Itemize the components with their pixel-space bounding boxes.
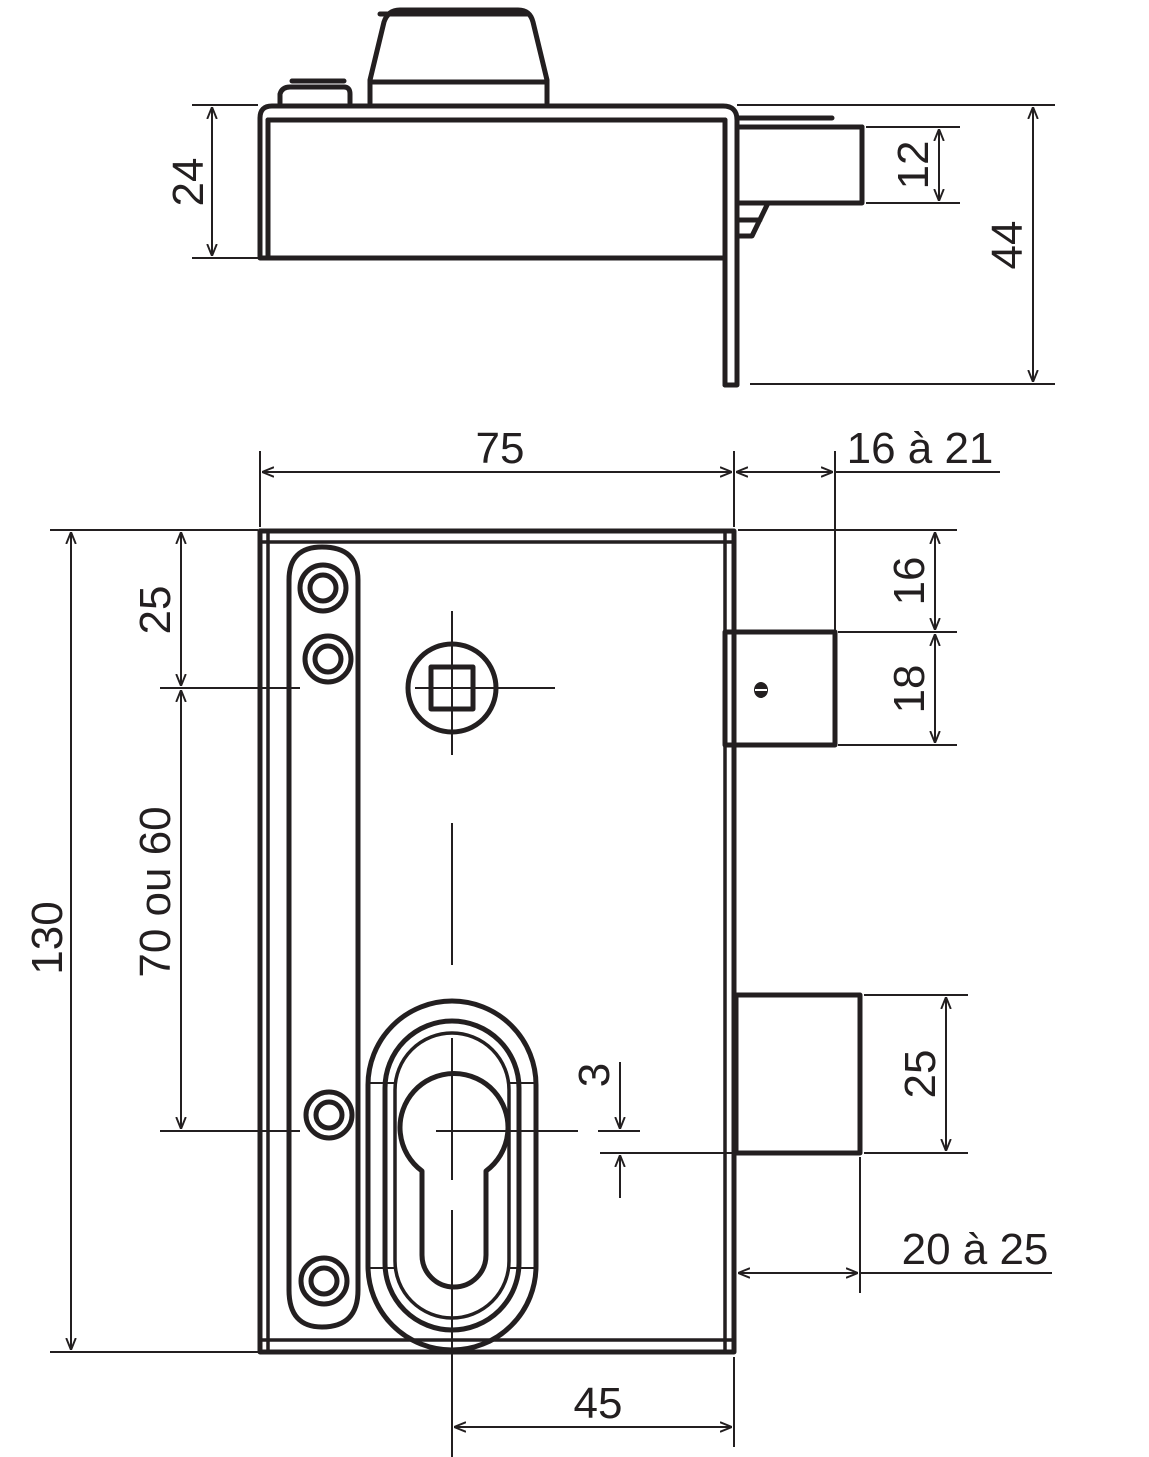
dim-latch-projection: 16 à 21 <box>847 424 994 473</box>
dim-deadbolt-projection: 20 à 25 <box>902 1225 1049 1274</box>
screw-3 <box>303 1089 355 1141</box>
screw-4 <box>298 1255 350 1307</box>
dim-latch-height: 18 <box>885 665 934 714</box>
euro-cylinder-hole <box>397 1071 511 1290</box>
front-view: 75 16 à 21 16 18 130 25 70 ou 60 25 <box>23 424 1052 1457</box>
latch-bevel <box>734 200 771 239</box>
dim-cylinder-offset: 3 <box>570 1063 619 1087</box>
dim-spindle-to-cylinder: 70 ou 60 <box>131 806 180 977</box>
small-button <box>277 84 353 106</box>
forend-rail <box>286 544 361 1330</box>
top-body <box>257 103 740 388</box>
dim-total-depth: 44 <box>983 221 1032 270</box>
front-body <box>257 528 737 1355</box>
dim-body-width: 75 <box>476 424 525 473</box>
spindle-hole <box>405 611 555 752</box>
deadbolt <box>733 992 863 1156</box>
latch-bolt <box>722 629 838 748</box>
dim-bolt-height: 12 <box>889 141 938 190</box>
screw-1 <box>297 562 349 614</box>
dim-deadbolt-height: 25 <box>896 1050 945 1099</box>
bolt-side <box>734 124 865 206</box>
cylinder-escutcheon <box>365 998 539 1353</box>
dim-latch-offset: 16 <box>885 557 934 606</box>
knob-top <box>367 7 550 106</box>
screw-2 <box>302 633 354 685</box>
dim-spindle-from-top: 25 <box>131 586 180 635</box>
dim-total-height: 130 <box>23 901 72 974</box>
dim-body-depth: 24 <box>164 158 213 207</box>
top-view: 24 12 44 <box>164 7 1055 388</box>
dim-backset: 45 <box>574 1379 623 1428</box>
